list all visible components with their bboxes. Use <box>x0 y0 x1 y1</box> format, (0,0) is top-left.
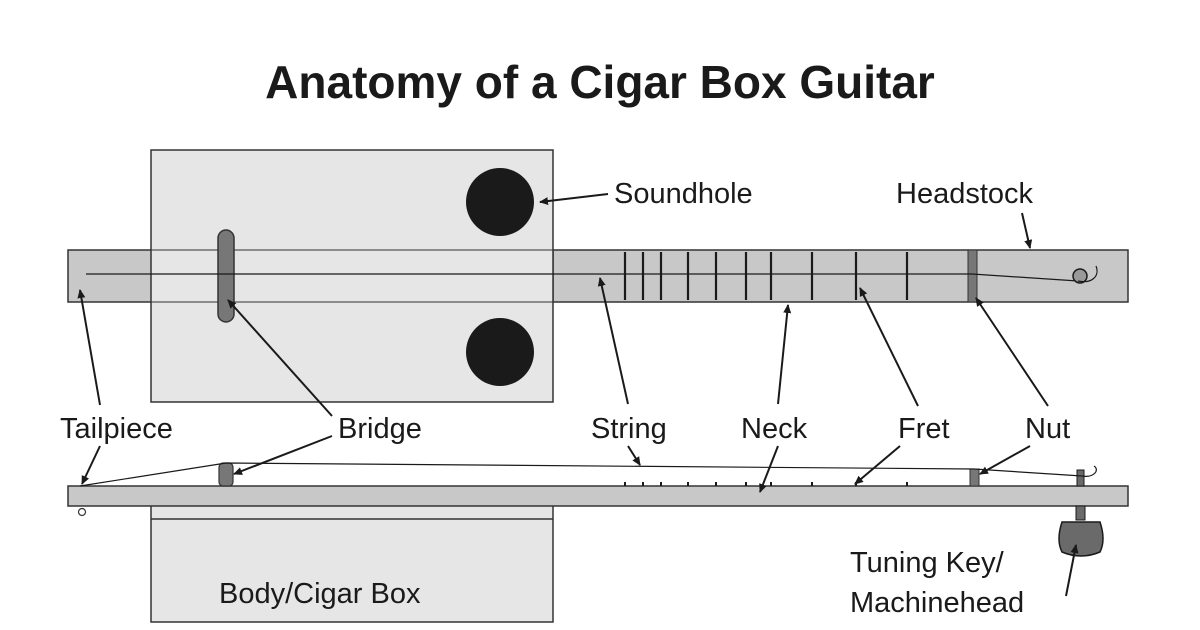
bridge-top <box>217 229 235 323</box>
label-fret: Fret <box>898 413 950 445</box>
neck-side <box>67 485 1129 507</box>
soundhole-upper <box>466 168 534 236</box>
label-tuning-key-line1: Tuning Key/ <box>850 547 1005 579</box>
bridge-side <box>218 462 234 487</box>
label-string: String <box>591 413 667 445</box>
label-tuning-key-line2: Machinehead <box>850 587 1024 619</box>
frets-side <box>624 482 908 486</box>
tuning-peg-shaft <box>1076 469 1085 487</box>
diagram-title: Anatomy of a Cigar Box Guitar <box>265 56 935 108</box>
tailpiece-hole <box>77 507 87 517</box>
label-nut: Nut <box>1025 413 1070 445</box>
string-top <box>86 273 1079 282</box>
cigar-box-side <box>150 504 554 623</box>
label-tailpiece: Tailpiece <box>60 413 173 445</box>
string-side <box>79 462 1083 487</box>
frets-top <box>623 252 909 300</box>
nut-top <box>967 249 978 303</box>
nut-side <box>969 468 980 487</box>
label-headstock: Headstock <box>896 178 1034 210</box>
neck-top <box>552 249 1129 303</box>
label-bridge: Bridge <box>338 413 422 445</box>
tuning-key-head <box>1058 521 1104 557</box>
label-neck: Neck <box>741 413 808 445</box>
label-body: Body/Cigar Box <box>219 578 421 610</box>
leader-lines <box>77 193 1079 597</box>
label-soundhole: Soundhole <box>614 178 753 210</box>
side-view <box>67 462 1129 623</box>
tuning-peg-top <box>1072 268 1088 284</box>
top-view <box>67 149 1129 403</box>
soundhole-lower <box>466 318 534 386</box>
